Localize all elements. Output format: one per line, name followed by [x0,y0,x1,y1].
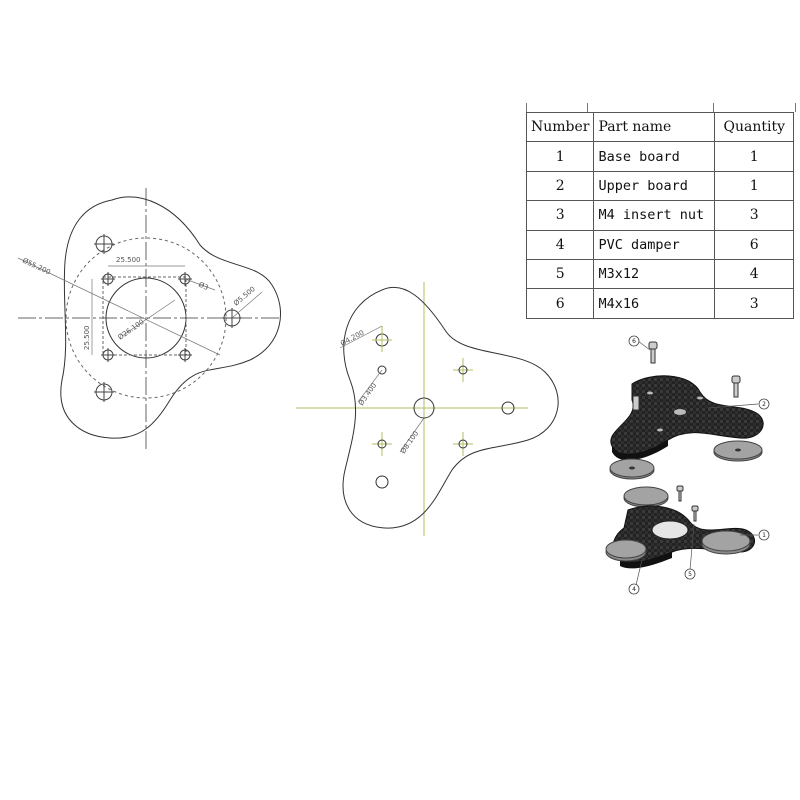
callout-1-label: 1 [762,532,766,539]
dim-mount-hole-dia: Ø3.400 [357,382,378,408]
center-cutout [105,277,187,359]
base-board-dimensions: Ø55.200 25.500 25.500 Ø3 Ø5.500 Ø26.100 [21,256,257,350]
tip-hole [375,475,389,489]
upper-board-drawing [296,282,559,536]
dim-hole-dia-small: Ø3 [197,281,209,292]
dim-hole-spacing-h: 25.500 [116,256,141,264]
upper-board-dimensions: Ø4.200 Ø3.400 Ø8.100 [339,329,420,455]
bom-cell-quantity: 3 [714,200,794,231]
mount-hole [458,439,468,449]
tip-hole [501,401,515,415]
bom-cell-quantity: 1 [714,170,794,202]
bom-cell-part: M4 insert nut [593,200,716,231]
dim-center-hole-dia: Ø8.100 [399,430,420,456]
callout-4 [628,583,640,595]
outer-dia-leader [17,257,221,356]
bom-cell-number: 1 [525,141,595,172]
mount-hole [458,365,468,375]
m4-screw [731,375,741,398]
mount-hole [377,439,387,449]
bom-header-row: Number Part name Quantity [525,111,794,143]
square-pattern [102,276,187,356]
dim-hole-spacing-v: 25.500 [83,326,91,351]
dim-outer-dia: Ø55.200 [21,257,52,277]
upper-board-3d [610,375,764,455]
callout-6-label: 6 [632,338,636,345]
bom-cell-part: Upper board [593,170,716,202]
base-center-cutout [651,520,689,540]
callout-4-label: 4 [632,586,636,593]
bom-header-part: Part name [593,111,716,143]
exploded-view: 6 2 1 4 5 [605,335,770,595]
bom-cell-quantity: 4 [714,258,794,290]
callout-2 [758,398,770,410]
bom-row: 2 Upper board 1 [525,170,794,202]
bom-cell-quantity: 3 [714,288,794,319]
callout-2-label: 2 [762,401,766,408]
bom-cell-part: M4x16 [593,288,716,319]
dim-hole-dia-tip: Ø5.500 [232,285,257,308]
bom-header-number: Number [525,111,595,143]
base-board-outline [60,196,282,439]
callout-1 [758,529,770,541]
bom-cell-part: PVC damper [593,229,716,260]
bom-cell-number: 5 [525,258,595,290]
m3-screw [676,485,699,522]
upper-center-hole [674,409,686,415]
bom-row: 6 M4x16 3 [525,288,794,319]
bom-cell-number: 3 [525,200,595,231]
bill-of-materials: Number Part name Quantity 1 Base board 1… [525,111,794,319]
callout-5 [684,568,696,580]
m4-screw [632,395,640,411]
bom-header-quantity: Quantity [714,111,794,143]
dim-center-dia: Ø26.100 [117,318,146,342]
bom-cell-number: 4 [525,229,595,260]
bom-cell-part: Base board [593,141,716,172]
bom-row: 1 Base board 1 [525,141,794,172]
upper-board-outline [342,286,559,529]
dim-tip-hole-dia: Ø4.200 [339,329,365,348]
bom-row: 3 M4 insert nut 3 [525,200,794,231]
bom-row: 4 PVC damper 6 [525,229,794,260]
bom-cell-number: 6 [525,288,595,319]
callout-6 [628,335,640,347]
mount-hole [377,365,387,375]
base-board-drawing [17,188,282,450]
bom-row: 5 M3x12 4 [525,258,794,290]
bom-cell-quantity: 6 [714,229,794,260]
bom-cell-number: 2 [525,170,595,202]
callout-5-label: 5 [688,571,692,578]
bom-cell-part: M3x12 [593,258,716,290]
bom-cell-quantity: 1 [714,141,794,172]
bom-table-cut-top [526,103,796,112]
m4-screw [648,341,658,364]
